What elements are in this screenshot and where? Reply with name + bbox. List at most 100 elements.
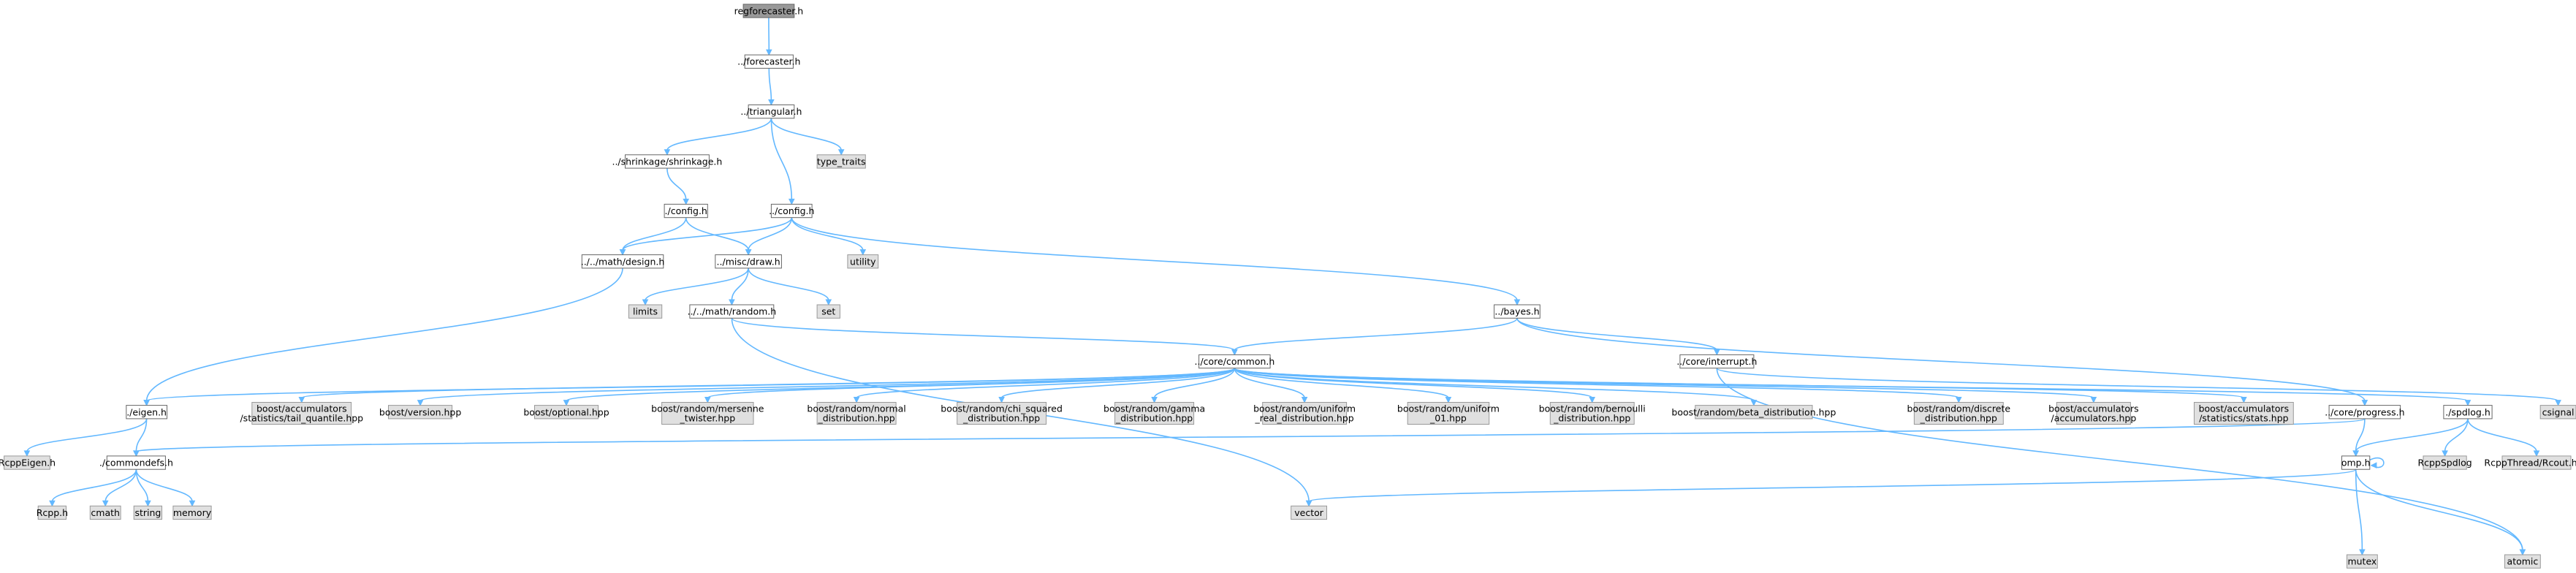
edge-common-to-spdlog — [1234, 368, 2469, 402]
node-box — [1913, 402, 2004, 425]
edge-omp-to-mutex — [2355, 469, 2363, 551]
node-box — [388, 405, 453, 420]
node-bernoulli[interactable]: boost/random/bernoulli_distribution.hpp — [1539, 402, 1646, 425]
node-box — [581, 254, 664, 269]
node-beta[interactable]: boost/random/beta_distribution.hpp — [1671, 405, 1836, 420]
node-box — [689, 304, 775, 319]
node-box — [2504, 554, 2541, 569]
node-common[interactable]: ../core/common.h — [1195, 354, 1275, 369]
node-interrupt[interactable]: ../core/interrupt.h — [1676, 354, 1757, 369]
node-gamma[interactable]: boost/random/gamma_distribution.hpp — [1103, 402, 1205, 425]
edge-arrowhead — [2519, 549, 2526, 556]
node-label: ../triangular.h — [740, 106, 802, 117]
node-atomic[interactable]: atomic — [2504, 554, 2541, 569]
node-config-a[interactable]: ./config.h — [664, 203, 708, 219]
node-label: RcppEigen.h — [0, 458, 56, 468]
node-label: /statistics/stats.hpp — [2199, 413, 2288, 424]
node-shrinkage[interactable]: ../shrinkage/shrinkage.h — [612, 154, 722, 169]
node-omp[interactable]: omp.h — [2341, 455, 2371, 470]
edge-arrowhead — [853, 397, 860, 403]
edge-draw-to-random — [731, 267, 749, 301]
node-discrete[interactable]: boost/random/discrete_distribution.hpp — [1907, 402, 2011, 425]
node-rcout[interactable]: RcppThread/Rcout.hpp — [2484, 455, 2576, 470]
node-box — [172, 505, 212, 520]
node-box — [625, 154, 710, 169]
node-box — [1262, 402, 1348, 425]
node-limits[interactable]: limits — [628, 304, 663, 319]
node-label: limits — [633, 306, 658, 317]
node-label: boost/accumulators — [257, 403, 347, 414]
node-rcppeigen[interactable]: RcppEigen.h — [0, 455, 56, 470]
edge-arrowhead — [143, 400, 150, 406]
node-stats[interactable]: boost/accumulators/statistics/stats.hpp — [2194, 402, 2294, 425]
node-box — [744, 54, 794, 69]
node-label: _distribution.hpp — [1115, 413, 1193, 424]
node-memory[interactable]: memory — [172, 505, 212, 520]
edge-common-to-accumulators — [1234, 368, 2094, 399]
node-type-traits[interactable]: type_traits — [816, 154, 866, 169]
node-bayes[interactable]: ../bayes.h — [1494, 304, 1540, 319]
edge-arrowhead — [2370, 462, 2377, 469]
node-uniform-01[interactable]: boost/random/uniform_01.hpp — [1397, 402, 1500, 425]
edge-common-to-chi_squared — [1000, 368, 1236, 399]
edge-forecaster-to-triangular — [768, 68, 772, 101]
node-regforecaster[interactable]: regforecaster.h — [734, 4, 804, 18]
edge-arrowhead — [765, 49, 772, 56]
node-triangular[interactable]: ../triangular.h — [740, 105, 802, 119]
node-label: Rcpp.h — [37, 507, 68, 518]
edge-arrowhead — [664, 149, 671, 156]
node-mutex[interactable]: mutex — [2347, 554, 2378, 569]
edge-arrowhead — [1231, 349, 1238, 356]
edge-config_a-to-design — [622, 217, 687, 251]
node-label: ../core/common.h — [1195, 356, 1275, 367]
edge-arrowhead — [788, 198, 795, 205]
node-label: boost/random/mersenne — [651, 403, 764, 414]
node-rcpp[interactable]: Rcpp.h — [37, 505, 68, 520]
node-label: ../../math/design.h — [581, 256, 665, 267]
node-normal[interactable]: boost/random/normal_distribution.hpp — [807, 402, 906, 425]
node-accumulators[interactable]: boost/accumulators/accumulators.hpp — [2048, 402, 2139, 425]
node-draw[interactable]: ../misc/draw.h — [715, 254, 782, 269]
node-box — [89, 505, 121, 520]
node-box — [2328, 405, 2401, 420]
node-set[interactable]: set — [816, 304, 840, 319]
node-optional[interactable]: boost/optional.hpp — [523, 405, 609, 420]
edge-progress-to-omp — [2355, 418, 2366, 452]
node-forecaster[interactable]: ../forecaster.h — [737, 54, 800, 69]
node-progress[interactable]: ../core/progress.h — [2325, 405, 2405, 420]
node-version[interactable]: boost/version.hpp — [379, 405, 461, 420]
node-chi-squared[interactable]: boost/random/chi_squared_distribution.hp… — [941, 402, 1063, 425]
node-label: /accumulators.hpp — [2051, 413, 2137, 424]
node-commondefs[interactable]: ./commondefs.h — [99, 455, 173, 470]
node-box — [628, 304, 663, 319]
node-label: ../core/progress.h — [2325, 406, 2404, 417]
node-csignal[interactable]: csignal — [2539, 405, 2576, 420]
node-box — [1198, 354, 1271, 369]
node-box — [748, 105, 795, 119]
node-box — [2423, 455, 2467, 470]
node-label: ../forecaster.h — [737, 56, 800, 67]
edge-common-to-normal — [856, 368, 1236, 399]
node-label: ../bayes.h — [1494, 306, 1539, 317]
node-label: mutex — [2347, 556, 2376, 567]
node-box — [816, 402, 897, 425]
edge-arrowhead — [704, 397, 711, 403]
node-random[interactable]: ../../math/random.h — [688, 304, 777, 319]
node-eigen[interactable]: ./eigen.h — [126, 405, 168, 420]
node-spdlog[interactable]: ./spdlog.h — [2443, 405, 2493, 420]
edge-arrowhead — [2241, 397, 2247, 403]
edge-arrowhead — [619, 249, 626, 256]
node-mersenne[interactable]: boost/random/mersenne_twister.hpp — [651, 402, 764, 425]
node-rcppspdlog[interactable]: RcppSpdlog — [2417, 455, 2472, 470]
node-utility[interactable]: utility — [847, 254, 879, 269]
edge-common-to-bernoulli — [1234, 368, 1593, 399]
node-box — [4, 455, 50, 470]
node-cmath[interactable]: cmath — [89, 505, 121, 520]
node-design[interactable]: ../../math/design.h — [581, 254, 665, 269]
node-vector[interactable]: vector — [1291, 505, 1327, 520]
node-box — [2347, 554, 2378, 569]
node-config-b[interactable]: ../config.h — [769, 203, 814, 219]
node-tail-quantile[interactable]: boost/accumulators/statistics/tail_quant… — [240, 402, 363, 425]
node-uniform-real[interactable]: boost/random/uniform_real_distribution.h… — [1253, 402, 1356, 425]
node-string[interactable]: string — [133, 505, 162, 520]
